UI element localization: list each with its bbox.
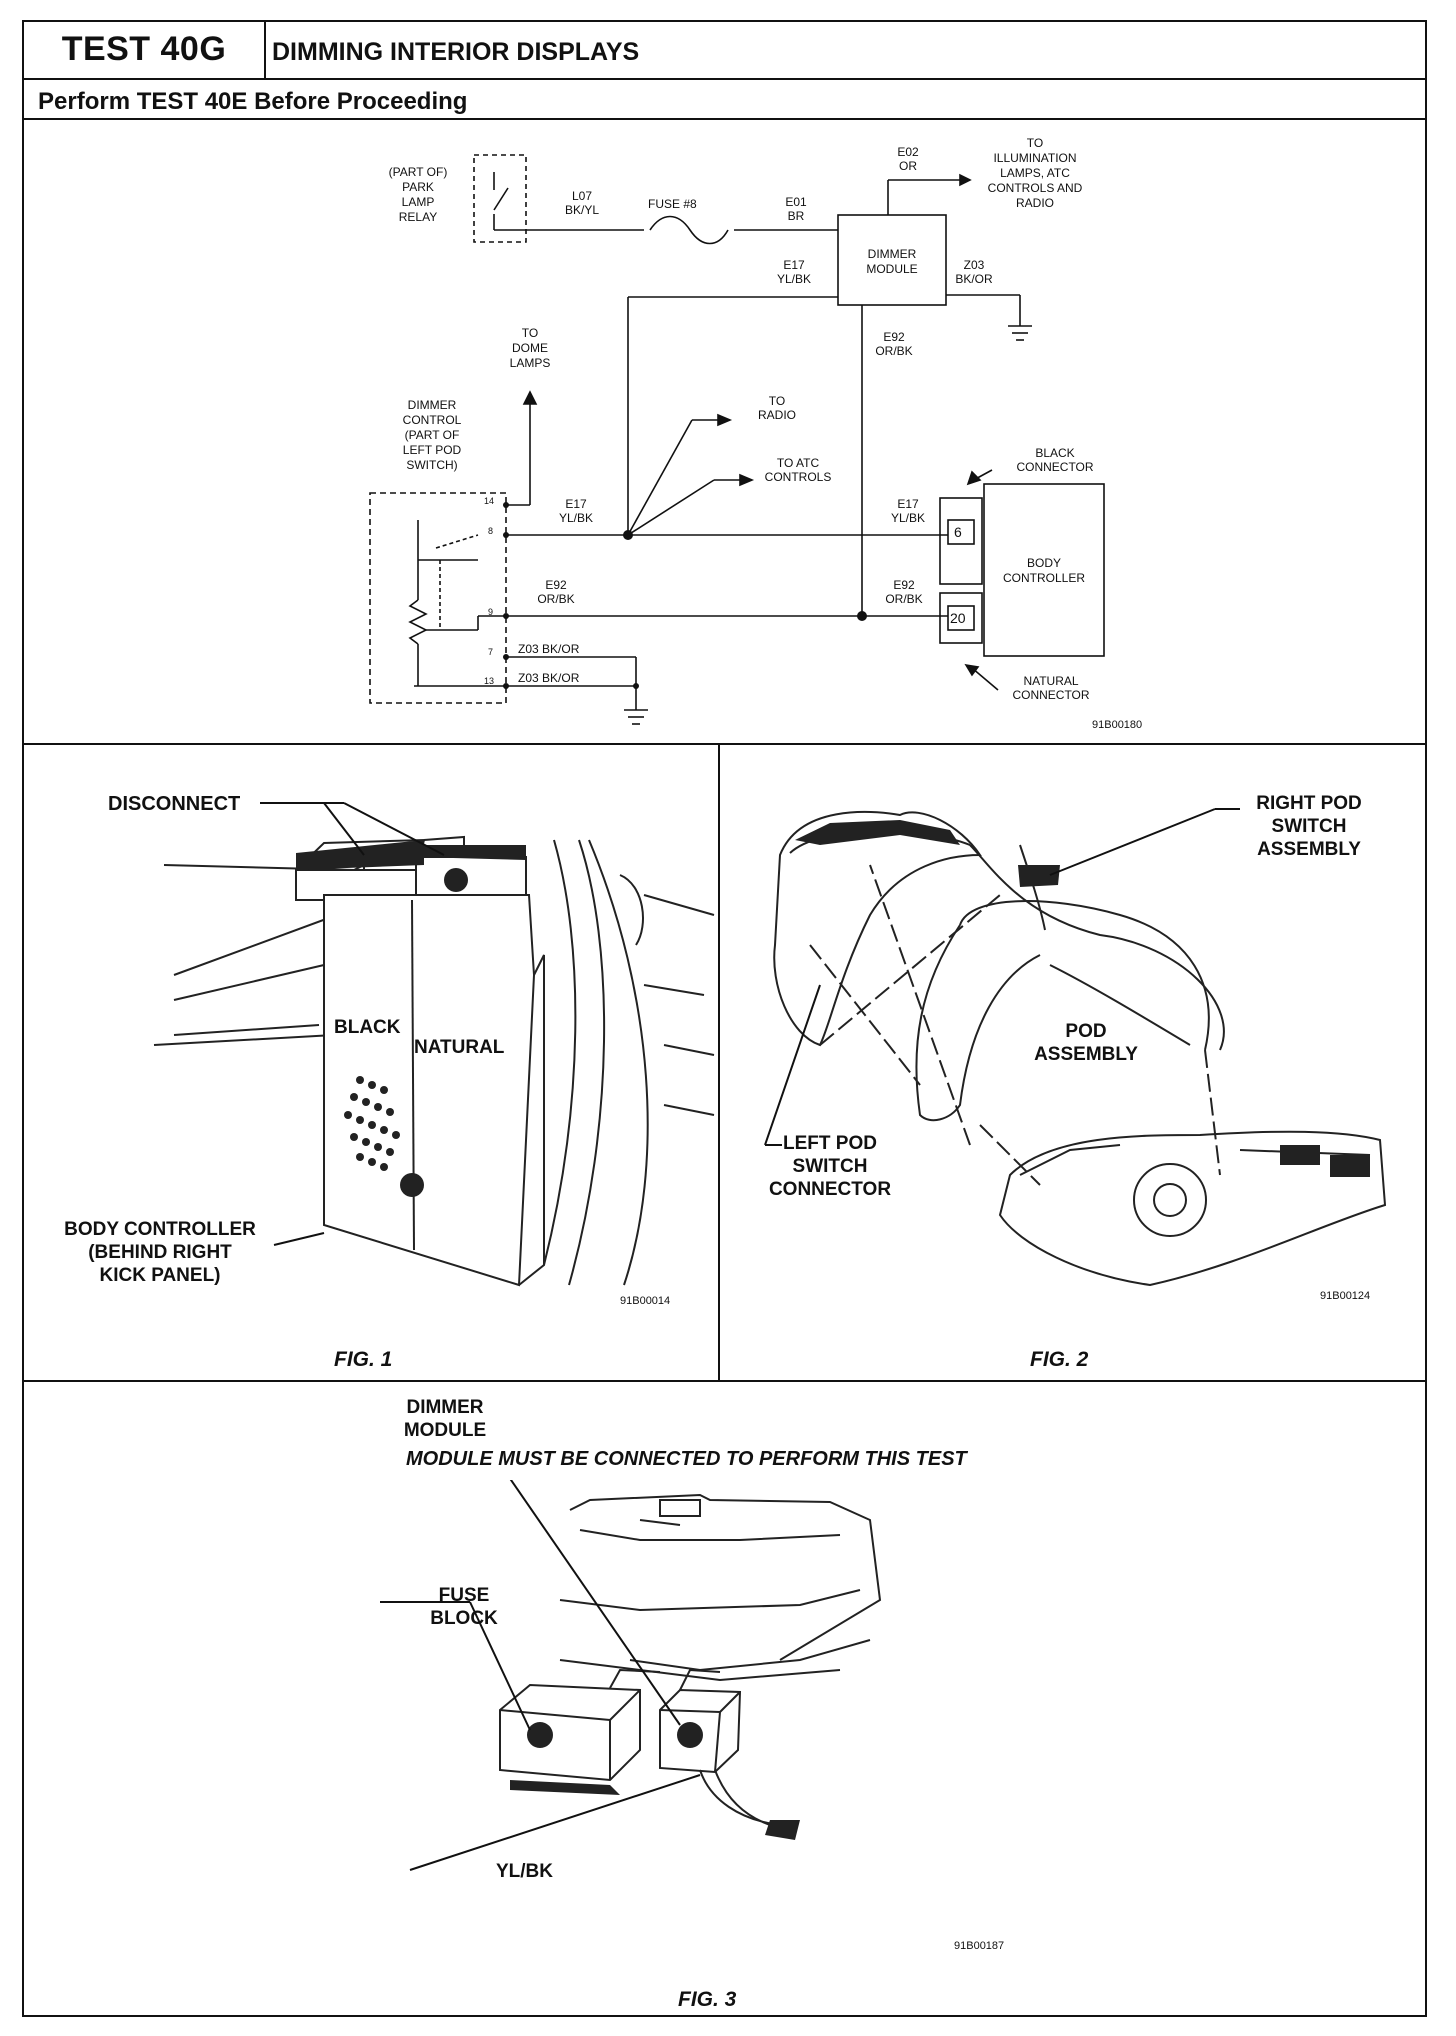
test-number: TEST 40G xyxy=(61,29,227,68)
z03-b-label: Z03 BK/OR xyxy=(518,671,580,685)
fig3-illustration xyxy=(380,1480,882,1871)
header-rule xyxy=(22,78,1427,80)
fig3-ref: 91B00187 xyxy=(954,1940,1005,1952)
page-title: DIMMING INTERIOR DISPLAYS xyxy=(272,38,640,66)
natural-label: NATURAL xyxy=(414,1036,505,1060)
z03-a-label: Z03 BK/OR xyxy=(518,642,580,656)
pin-14: 14 xyxy=(484,496,495,506)
fig2-ref: 91B00124 xyxy=(1320,1290,1371,1302)
section-rule-1 xyxy=(22,743,1427,745)
fig1-vent-holes xyxy=(344,1076,400,1171)
fig2-caption: FIG. 2 xyxy=(1030,1348,1089,1371)
fig-divider xyxy=(718,743,720,1380)
page-subtitle: Perform TEST 40E Before Proceeding xyxy=(38,88,468,115)
pin-13: 13 xyxy=(484,676,495,686)
black-label: BLACK xyxy=(334,1017,401,1038)
pin-7: 7 xyxy=(488,647,494,657)
fig2-illustration xyxy=(764,808,1387,1287)
fig1-ref: 91B00014 xyxy=(620,1295,671,1307)
pin-20-label: 20 xyxy=(950,610,966,626)
fuse-label: FUSE #8 xyxy=(648,197,697,211)
subtitle-rule xyxy=(22,118,1427,120)
pin-8: 8 xyxy=(488,526,494,536)
header-divider xyxy=(264,20,266,78)
page-frame xyxy=(22,20,1427,2017)
pin-9: 9 xyxy=(488,607,494,617)
disconnect-label: DISCONNECT xyxy=(108,793,241,815)
section-rule-2 xyxy=(22,1380,1427,1382)
schematic-ref: 91B00180 xyxy=(1092,719,1143,731)
yl-bk-label: YL/BK xyxy=(496,1861,553,1882)
pin-6-label: 6 xyxy=(954,524,962,540)
fig1-caption: FIG. 1 xyxy=(334,1348,393,1371)
fig3-note: MODULE MUST BE CONNECTED TO PERFORM THIS… xyxy=(406,1448,967,1470)
fig1-illustration xyxy=(153,802,715,1287)
wiring-schematic xyxy=(369,154,1105,725)
fig3-caption: FIG. 3 xyxy=(678,1988,737,2011)
